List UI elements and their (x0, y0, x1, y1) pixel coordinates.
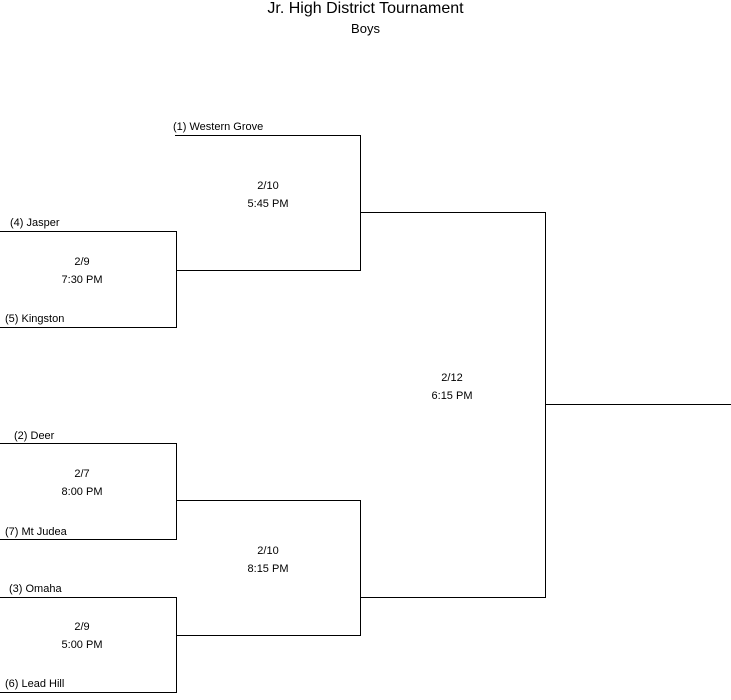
connector-semi-top (360, 135, 361, 271)
line-western-grove (175, 135, 361, 136)
game-time: 6:15 PM (431, 390, 473, 402)
game-time: 5:45 PM (247, 198, 289, 210)
game-time: 8:00 PM (61, 486, 103, 498)
line-winner-deer-mtjudea (176, 500, 361, 501)
connector-jasper-kingston (176, 231, 177, 328)
game-omaha-leadhill: 2/9 5:00 PM (22, 618, 142, 654)
game-date: 2/12 (441, 372, 463, 384)
game-date: 2/10 (257, 180, 279, 192)
team-western-grove: (1) Western Grove (173, 121, 264, 133)
line-jasper (0, 231, 176, 232)
game-semi-bottom: 2/10 8:15 PM (208, 542, 328, 578)
game-time: 8:15 PM (247, 563, 289, 575)
line-kingston (0, 327, 176, 328)
line-deer (0, 443, 176, 444)
game-deer-mtjudea: 2/7 8:00 PM (22, 465, 142, 501)
line-winner-jasper-kingston (176, 270, 361, 271)
bracket-title: Jr. High District Tournament (267, 0, 464, 17)
line-mt-judea (0, 539, 176, 540)
line-winner-omaha-leadhill (176, 635, 361, 636)
team-lead-hill: (6) Lead Hill (5, 678, 65, 690)
line-champion (545, 404, 731, 405)
game-date: 2/10 (257, 545, 279, 557)
team-jasper: (4) Jasper (10, 217, 60, 229)
bracket-subtitle: Boys (351, 21, 380, 36)
line-omaha (0, 597, 176, 598)
team-mt-judea: (7) Mt Judea (5, 526, 67, 538)
line-winner-semi-bottom (360, 597, 546, 598)
line-lead-hill (0, 692, 176, 693)
connector-final (545, 212, 546, 598)
team-deer: (2) Deer (14, 430, 55, 442)
game-semi-top: 2/10 5:45 PM (208, 177, 328, 213)
game-time: 7:30 PM (61, 274, 103, 286)
game-time: 5:00 PM (61, 639, 103, 651)
connector-deer-mtjudea (176, 443, 177, 540)
game-final: 2/12 6:15 PM (392, 369, 512, 405)
game-date: 2/9 (74, 621, 90, 633)
team-kingston: (5) Kingston (5, 313, 65, 325)
connector-semi-bottom (360, 500, 361, 636)
team-omaha: (3) Omaha (9, 583, 62, 595)
game-jasper-kingston: 2/9 7:30 PM (22, 253, 142, 289)
game-date: 2/9 (74, 256, 90, 268)
game-date: 2/7 (74, 468, 90, 480)
connector-omaha-leadhill (176, 597, 177, 693)
line-winner-semi-top (360, 212, 546, 213)
